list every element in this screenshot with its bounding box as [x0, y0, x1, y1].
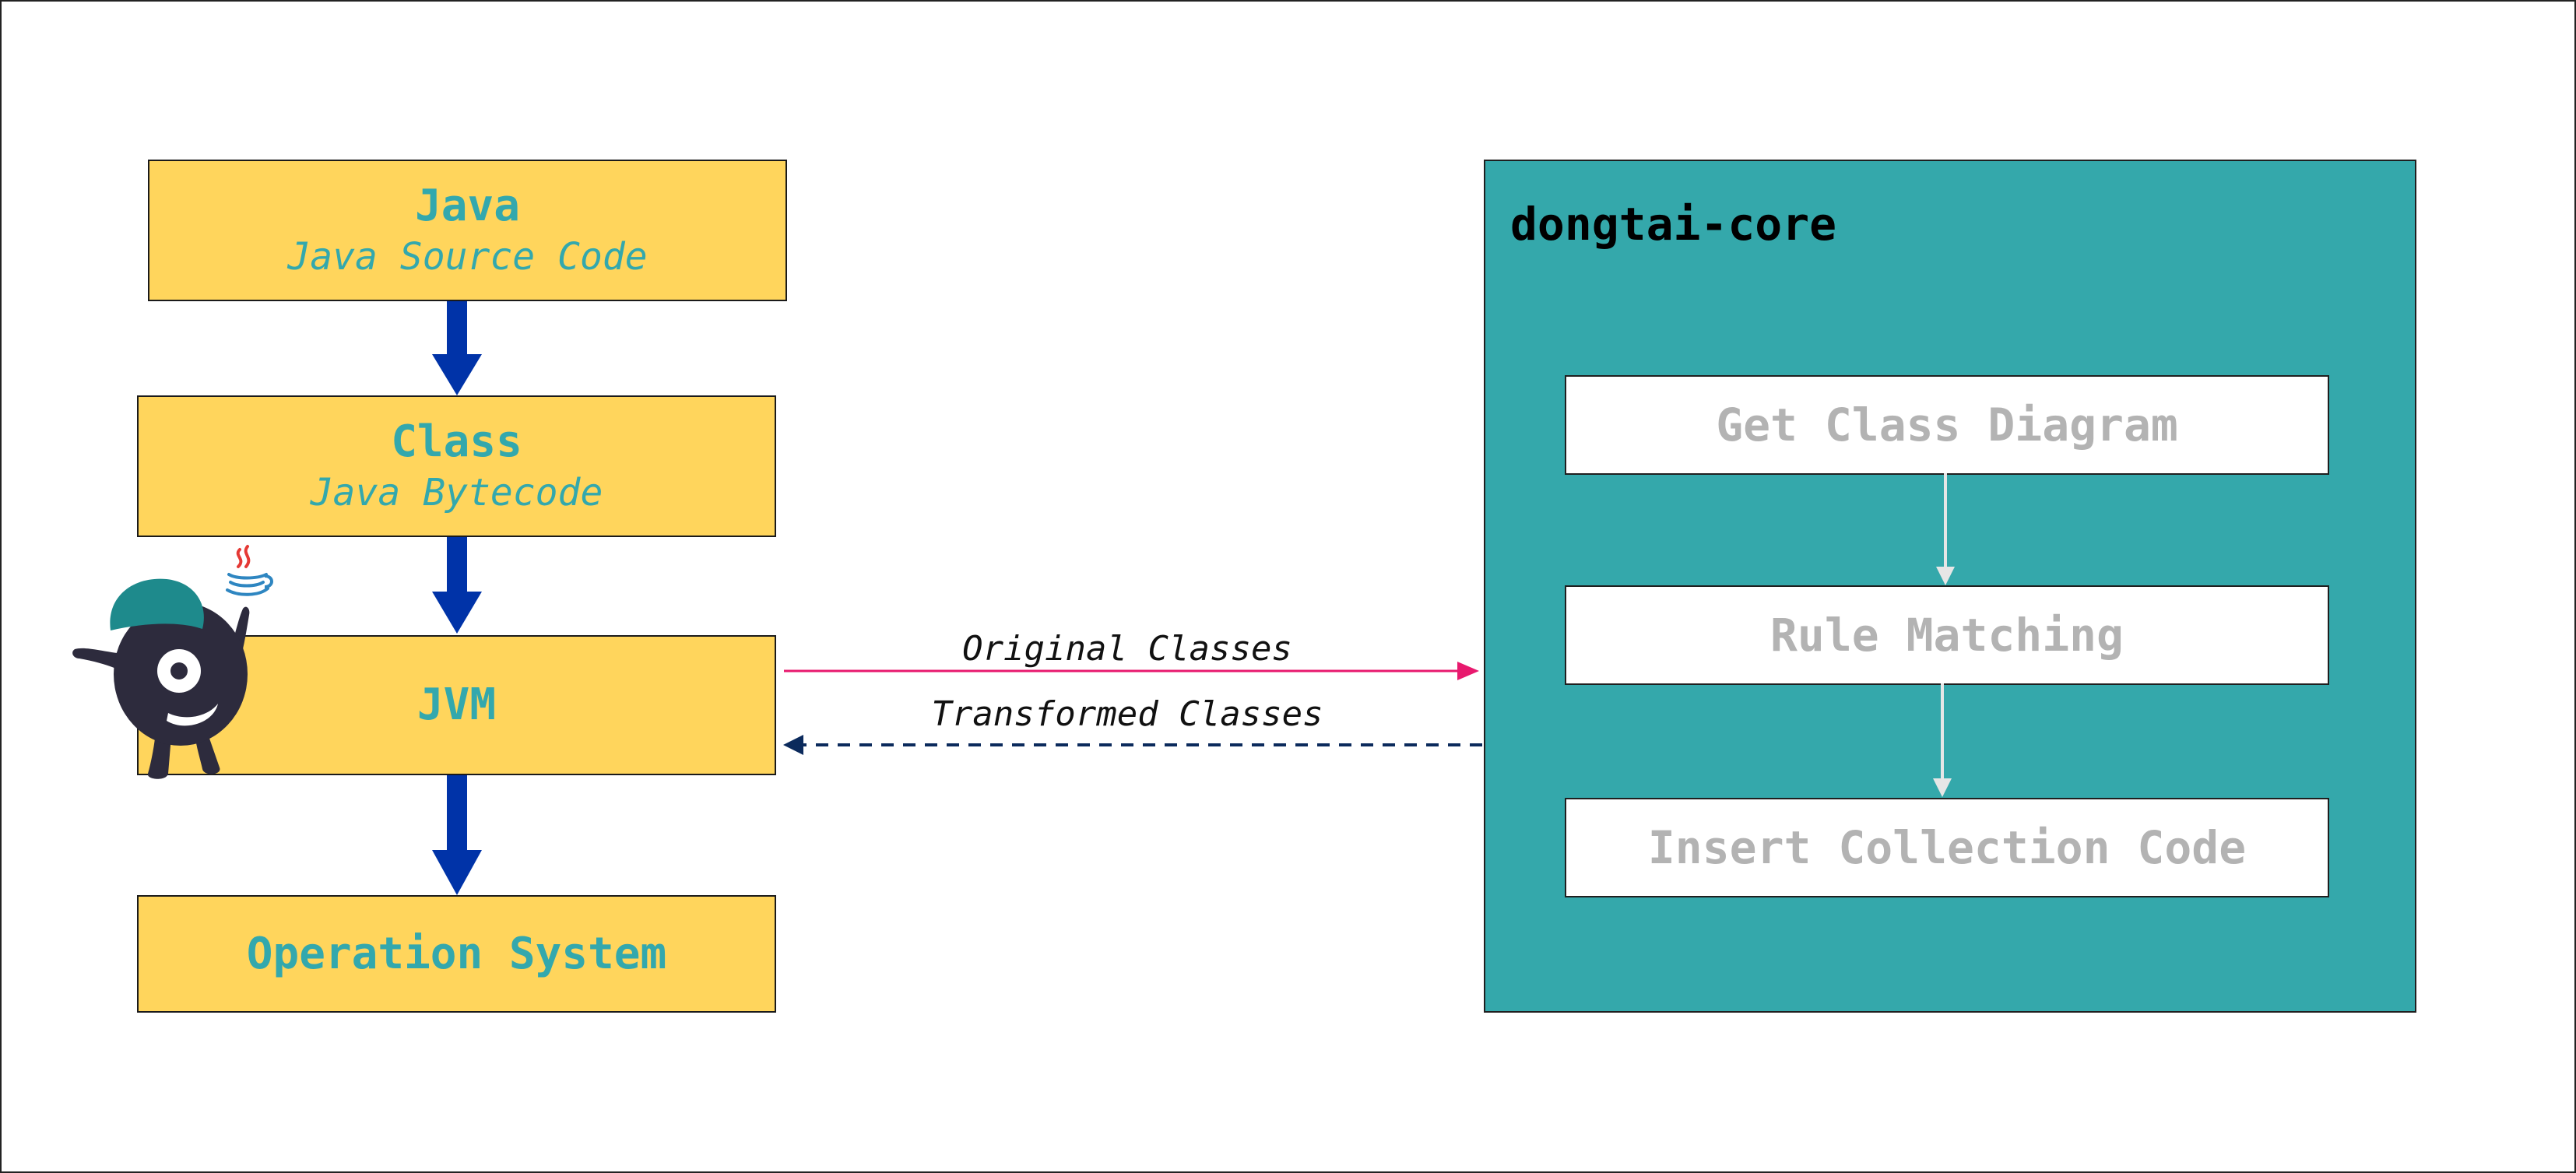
java-coffee-cup-icon	[226, 545, 273, 596]
arrow-step2-to-step3	[1933, 683, 1952, 797]
java-box-subtitle: Java Source Code	[287, 235, 648, 279]
arrow-step1-to-step2	[1936, 473, 1955, 585]
step-get-class-diagram: Get Class Diagram	[1565, 375, 2329, 475]
dongtai-core-title: dongtai-core	[1510, 198, 1837, 251]
java-box-title: Java	[415, 181, 520, 231]
class-box-title: Class	[391, 416, 522, 467]
arrow-jvm-to-os	[432, 775, 482, 895]
label-original-classes: Original Classes	[962, 629, 1292, 669]
java-box: Java Java Source Code	[148, 160, 787, 301]
jvm-box-title: JVM	[416, 680, 497, 730]
step-rule-matching: Rule Matching	[1565, 585, 2329, 685]
dongtai-core-panel: dongtai-core Get Class Diagram Rule Matc…	[1484, 160, 2416, 1013]
arrow-java-to-class	[432, 301, 482, 395]
os-box-title: Operation System	[246, 928, 667, 979]
step-insert-collection-code: Insert Collection Code	[1565, 798, 2329, 897]
label-transformed-classes: Transformed Classes	[931, 694, 1323, 734]
class-box-subtitle: Java Bytecode	[310, 471, 603, 515]
dongtai-mascot-icon	[72, 545, 273, 779]
os-box: Operation System	[137, 895, 776, 1013]
arrow-class-to-jvm	[432, 537, 482, 634]
arrow-transformed-classes	[783, 735, 1482, 755]
class-box: Class Java Bytecode	[137, 395, 776, 537]
arrow-original-classes	[784, 662, 1479, 680]
